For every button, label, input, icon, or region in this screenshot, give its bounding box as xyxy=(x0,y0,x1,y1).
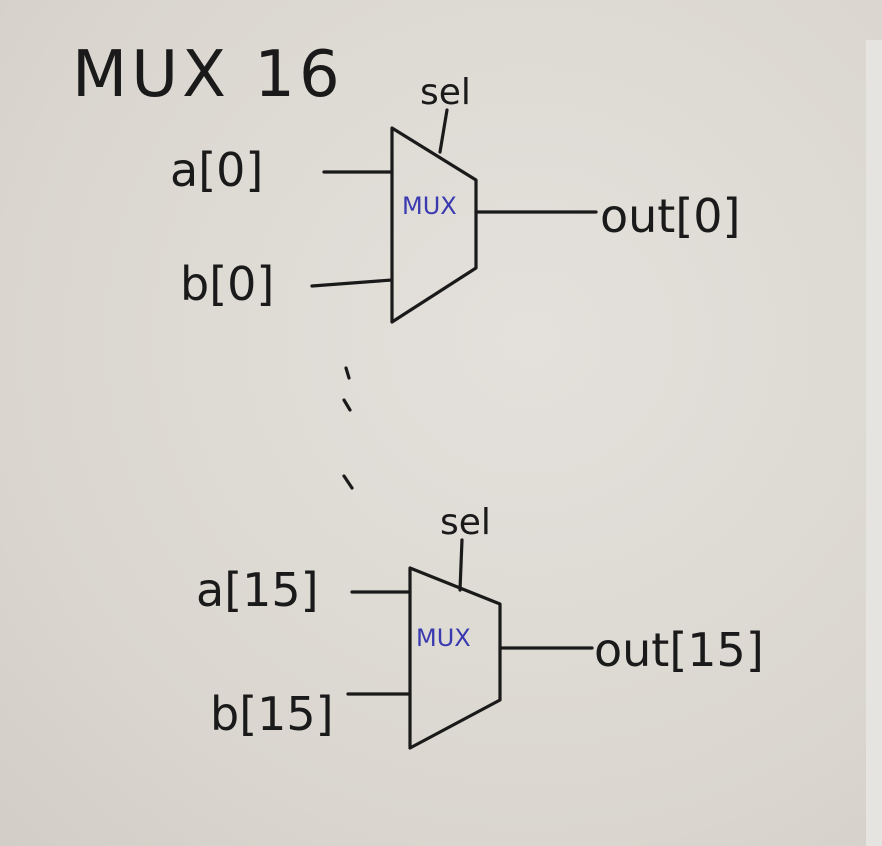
ellipsis-dot-3 xyxy=(342,474,354,490)
mux-bottom-sel-line xyxy=(458,538,464,592)
mux-bottom-input-b-label: b[15] xyxy=(210,687,334,741)
diagram-title: MUX 16 xyxy=(72,38,344,112)
mux-top-trapezoid xyxy=(390,126,478,324)
mux-bottom-trapezoid xyxy=(408,566,502,750)
mux-bottom-output-label: out[15] xyxy=(594,623,764,677)
mux-bottom-sel-label: sel xyxy=(440,502,491,543)
ellipsis-dot-1 xyxy=(344,366,351,380)
mux-top: MUX sel a[0] b[0] out[0] xyxy=(170,72,741,324)
mux-top-output-label: out[0] xyxy=(600,189,741,243)
ellipsis-dot-2 xyxy=(342,398,352,412)
mux-top-input-a-label: a[0] xyxy=(170,143,263,197)
mux-top-input-b-line xyxy=(310,278,394,288)
mux-top-sel-label: sel xyxy=(420,72,471,113)
ellipsis-dots xyxy=(342,366,354,490)
mux-bottom-input-a-label: a[15] xyxy=(196,563,319,617)
mux-bottom: MUX sel a[15] b[15] out[15] xyxy=(196,502,764,750)
mux-top-sel-line xyxy=(438,108,449,154)
mux-top-label: MUX xyxy=(402,192,457,220)
mux-bottom-label: MUX xyxy=(416,624,471,652)
paper-edge xyxy=(866,40,882,846)
mux-top-input-b-label: b[0] xyxy=(180,257,274,311)
